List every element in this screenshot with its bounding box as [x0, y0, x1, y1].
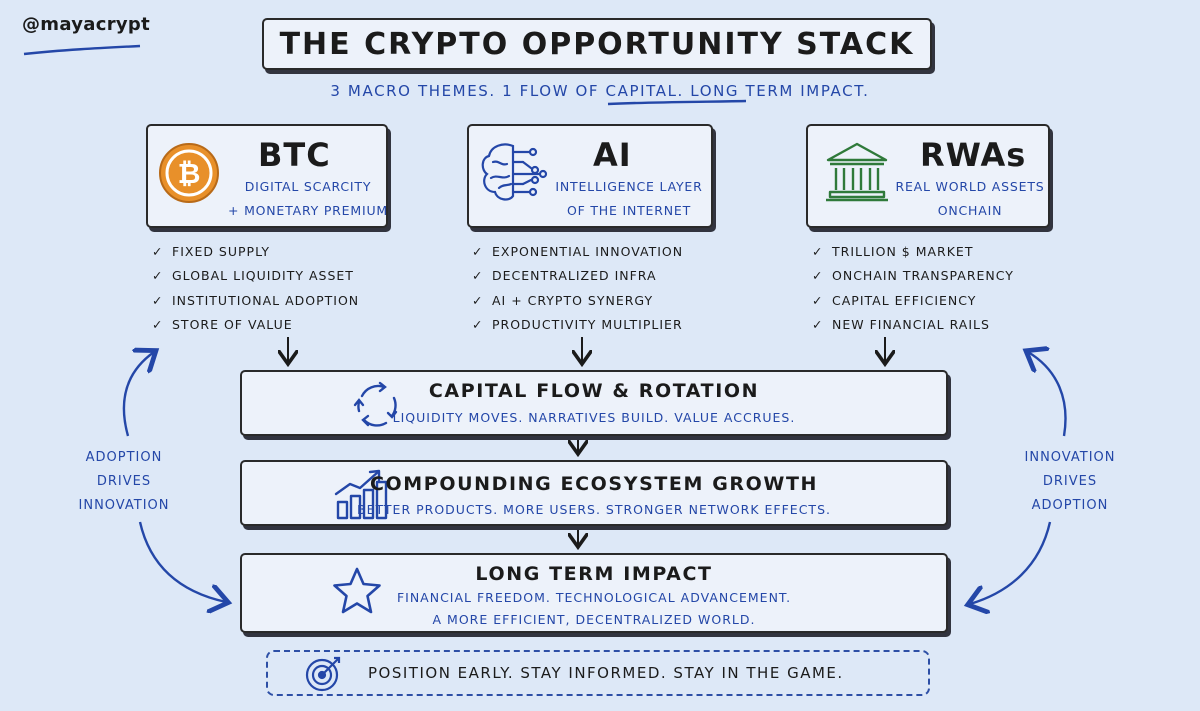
svg-text:₿: ₿ — [178, 157, 201, 190]
impact-box: LONG TERM IMPACT FINANCIAL FREEDOM. TECH… — [240, 553, 948, 633]
page-title: THE CRYPTO OPPORTUNITY STACK — [262, 18, 932, 70]
list-item: ✓STORE OF VALUE — [152, 313, 359, 337]
subtitle: 3 MACRO THEMES. 1 FLOW OF CAPITAL. LONG … — [330, 82, 870, 100]
theme-desc-line1: DIGITAL SCARCITY — [244, 179, 372, 194]
rwas-points: ✓TRILLION $ MARKET ✓ONCHAIN TRANSPARENCY… — [812, 240, 1014, 337]
check-icon: ✓ — [472, 316, 484, 332]
theme-card-btc: ₿ BTC DIGITAL SCARCITY + MONETARY PREMIU… — [146, 124, 388, 228]
theme-desc-line2: + MONETARY PREMIUM — [228, 203, 388, 218]
list-item: ✓DECENTRALIZED INFRA — [472, 264, 683, 288]
check-icon: ✓ — [152, 316, 164, 332]
bank-building-icon — [824, 140, 890, 208]
theme-desc-line1: REAL WORLD ASSETS — [895, 179, 1045, 194]
list-item: ✓PRODUCTIVITY MULTIPLIER — [472, 313, 683, 337]
box-heading: CAPITAL FLOW & ROTATION — [428, 380, 760, 402]
check-icon: ✓ — [812, 244, 824, 259]
list-item: ✓FIXED SUPPLY — [152, 240, 359, 264]
btc-points: ✓FIXED SUPPLY ✓GLOBAL LIQUIDITY ASSET ✓I… — [152, 240, 359, 337]
rotation-arrows-icon — [350, 378, 404, 436]
theme-card-ai: AI INTELLIGENCE LAYER OF THE INTERNET — [467, 124, 713, 228]
page-title-text: THE CRYPTO OPPORTUNITY STACK — [279, 26, 915, 62]
check-icon: ✓ — [472, 268, 484, 284]
box-subheading: LIQUIDITY MOVES. NARRATIVES BUILD. VALUE… — [392, 410, 796, 425]
check-icon: ✓ — [472, 292, 484, 308]
target-icon — [304, 655, 342, 697]
theme-desc-line2: OF THE INTERNET — [566, 203, 692, 218]
theme-desc-line1: INTELLIGENCE LAYER — [555, 179, 703, 194]
left-loop-label: ADOPTION DRIVES INNOVATION — [78, 450, 170, 513]
theme-card-rwas: RWAs REAL WORLD ASSETS ONCHAIN — [806, 124, 1050, 228]
check-icon: ✓ — [812, 316, 824, 332]
list-item: ✓NEW FINANCIAL RAILS — [812, 313, 1014, 337]
theme-name: RWAs — [920, 136, 1027, 174]
ai-points: ✓EXPONENTIAL INNOVATION ✓DECENTRALIZED I… — [472, 240, 683, 337]
check-icon: ✓ — [472, 244, 484, 259]
right-loop-label: INNOVATION DRIVES ADOPTION — [1024, 450, 1116, 513]
handle-underline — [23, 44, 141, 56]
list-item: ✓ONCHAIN TRANSPARENCY — [812, 264, 1014, 288]
list-item: ✓CAPITAL EFFICIENCY — [812, 289, 1014, 313]
growth-box: COMPOUNDING ECOSYSTEM GROWTH BETTER PROD… — [240, 460, 948, 526]
author-handle: @mayacrypt — [22, 14, 150, 35]
growth-chart-icon — [332, 466, 390, 526]
theme-name: BTC — [258, 136, 331, 174]
check-icon: ✓ — [152, 292, 164, 308]
box-heading: COMPOUNDING ECOSYSTEM GROWTH — [369, 473, 819, 495]
box-subheading: BETTER PRODUCTS. MORE USERS. STRONGER NE… — [357, 502, 831, 517]
theme-name: AI — [593, 136, 632, 174]
subtitle-underline — [607, 99, 747, 106]
bitcoin-icon: ₿ — [158, 142, 220, 208]
list-item: ✓EXPONENTIAL INNOVATION — [472, 240, 683, 264]
left-loop-arrow-up — [122, 352, 154, 437]
check-icon: ✓ — [152, 268, 164, 284]
star-icon — [330, 565, 384, 623]
footer-callout: POSITION EARLY. STAY INFORMED. STAY IN T… — [266, 650, 930, 696]
box-heading: LONG TERM IMPACT — [475, 563, 713, 585]
box-subheading-line2: A MORE EFFICIENT, DECENTRALIZED WORLD. — [432, 612, 756, 627]
check-icon: ✓ — [152, 244, 164, 259]
capital-flow-box: CAPITAL FLOW & ROTATION LIQUIDITY MOVES.… — [240, 370, 948, 436]
footer-text: POSITION EARLY. STAY INFORMED. STAY IN T… — [368, 664, 844, 682]
box-subheading-line1: FINANCIAL FREEDOM. TECHNOLOGICAL ADVANCE… — [396, 590, 792, 605]
brain-circuit-icon — [479, 140, 551, 210]
list-item: ✓TRILLION $ MARKET — [812, 240, 1014, 264]
list-item: ✓AI + CRYPTO SYNERGY — [472, 289, 683, 313]
list-item: ✓GLOBAL LIQUIDITY ASSET — [152, 264, 359, 288]
left-loop-arrow-down — [138, 521, 226, 602]
check-icon: ✓ — [812, 268, 824, 284]
list-item: ✓INSTITUTIONAL ADOPTION — [152, 289, 359, 313]
right-loop-arrow-up — [1028, 352, 1067, 437]
theme-desc-line2: ONCHAIN — [937, 203, 1003, 218]
right-loop-arrow-down — [970, 521, 1052, 604]
check-icon: ✓ — [812, 292, 824, 308]
